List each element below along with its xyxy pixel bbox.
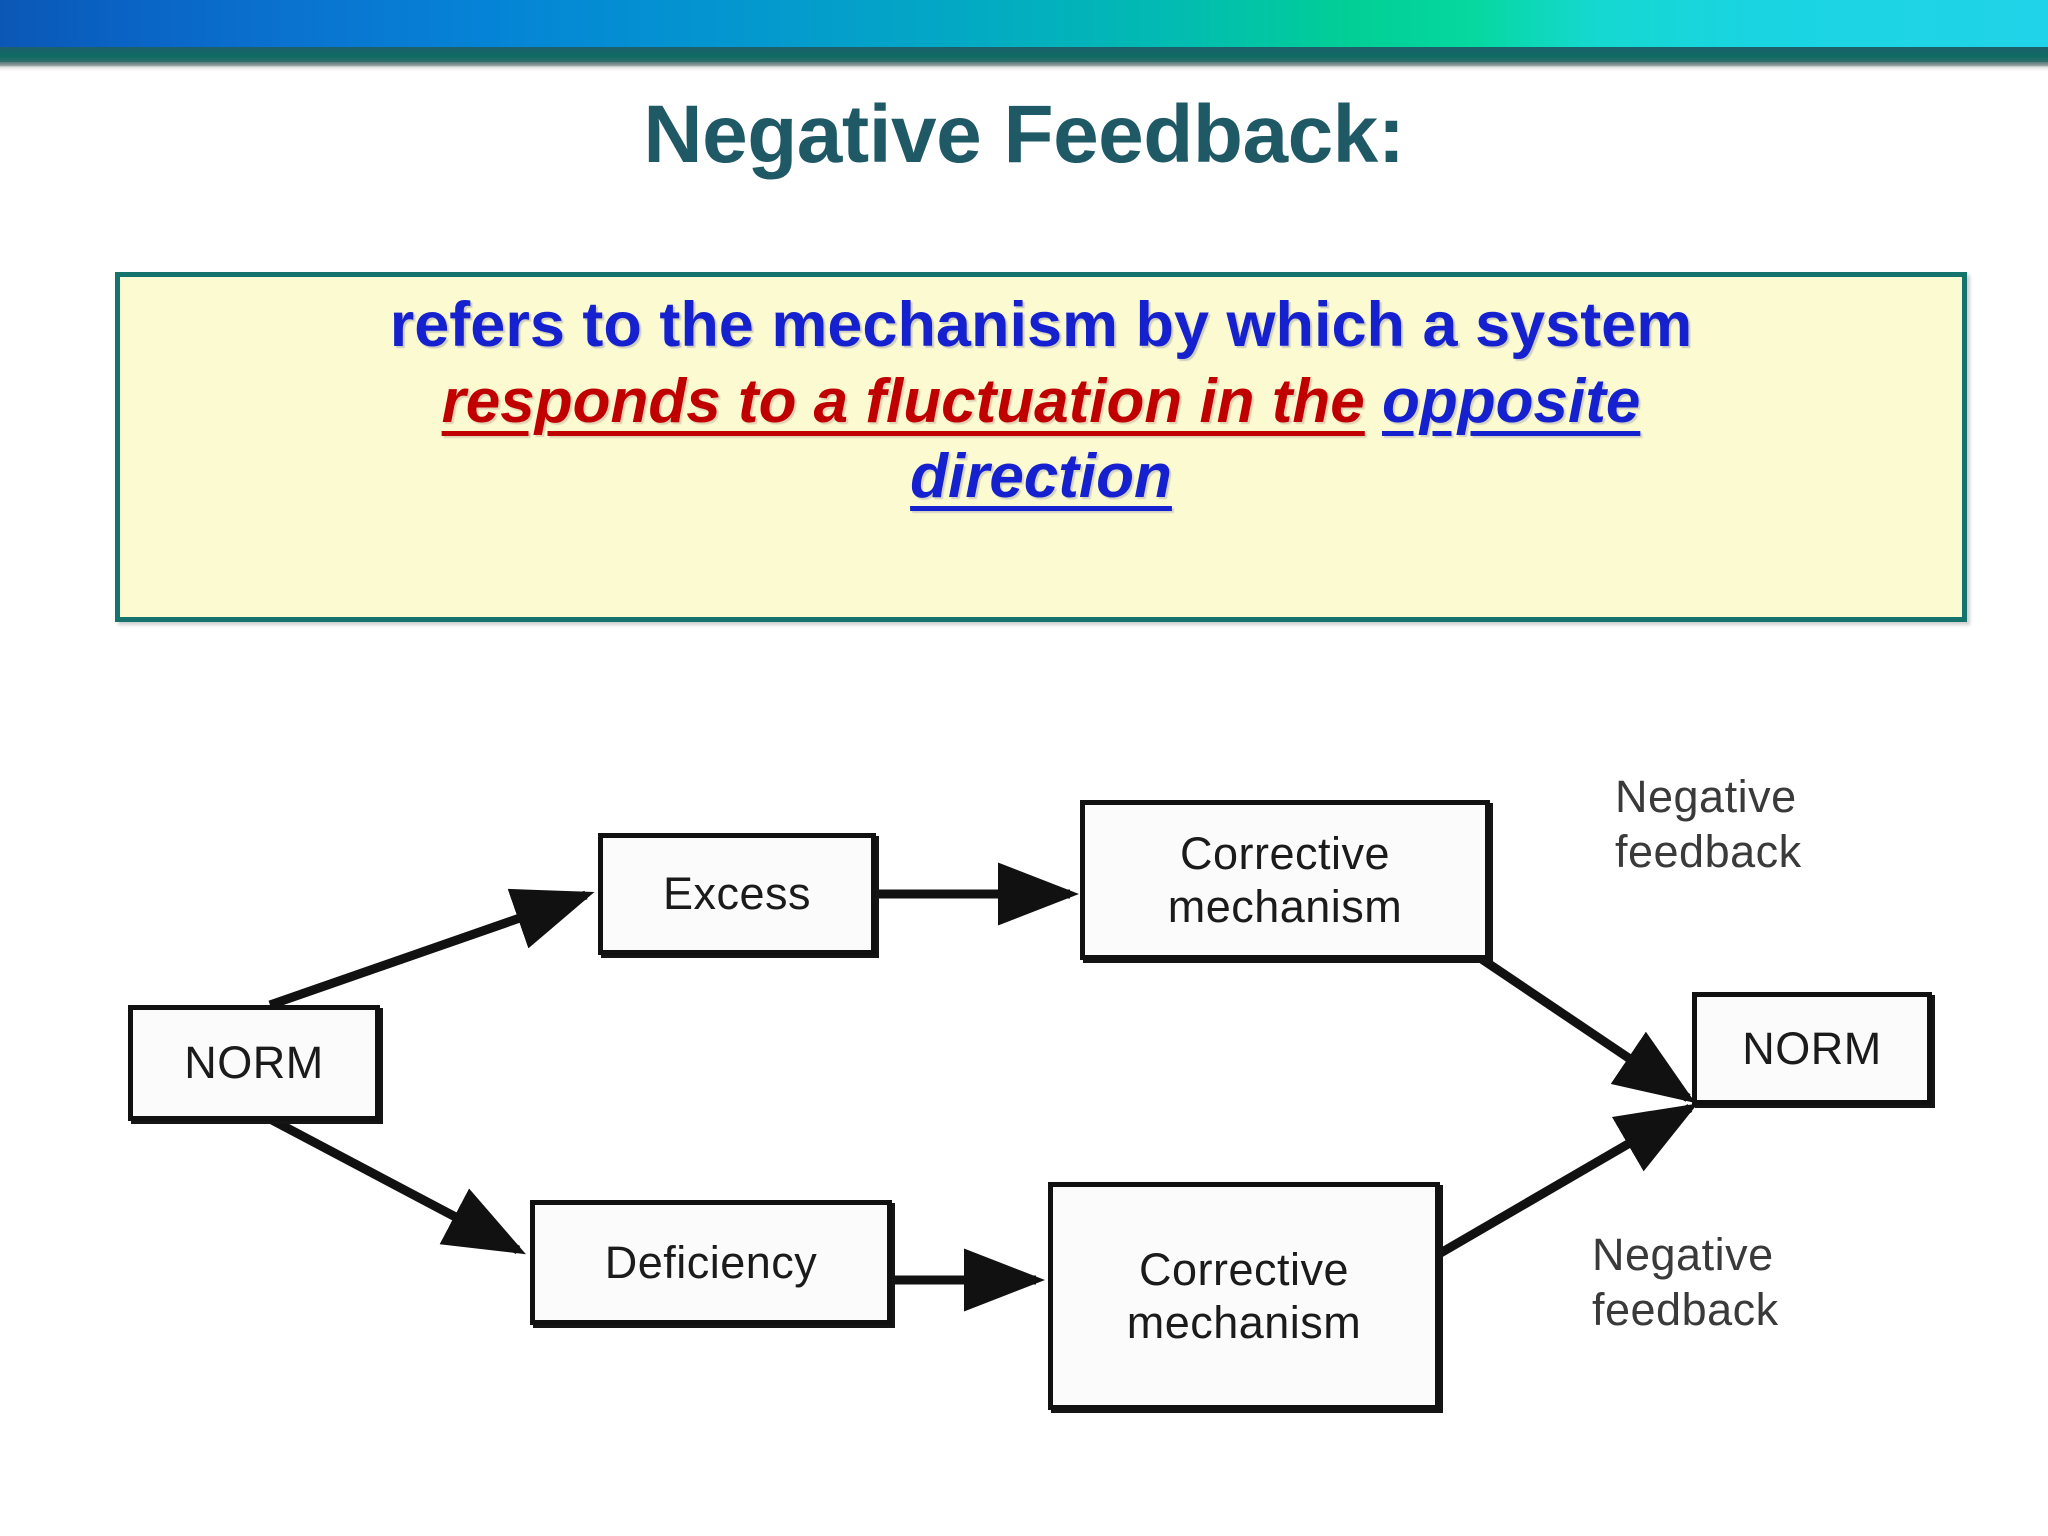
top-banner-gradient xyxy=(0,0,2048,48)
flow-box-corrective-top-label: Corrective mechanism xyxy=(1167,827,1403,932)
callout-line-2-red: responds to a fluctuation in the xyxy=(441,366,1365,436)
flow-box-deficiency-label: Deficiency xyxy=(604,1236,818,1288)
flow-box-norm-left-label: NORM xyxy=(184,1037,324,1089)
definition-callout-box: refers to the mechanism by which a syste… xyxy=(115,272,1967,622)
edge-norm-to-excess xyxy=(268,888,595,1010)
callout-line-3: direction xyxy=(120,439,1962,515)
annotation-negative-feedback-top: Negative feedback xyxy=(1615,770,1802,880)
callout-line-2-blue: opposite xyxy=(1382,366,1641,436)
flow-box-excess: Excess xyxy=(598,833,876,955)
callout-line-2: responds to a fluctuation in the opposit… xyxy=(120,364,1962,440)
flow-box-corrective-top: Corrective mechanism xyxy=(1080,800,1490,960)
edge-corrective-top-to-norm-right xyxy=(1440,929,1696,1104)
callout-line-3-blue: direction xyxy=(910,442,1172,512)
annotation-negative-feedback-bottom-text: Negative feedback xyxy=(1592,1229,1779,1335)
top-banner-gloss xyxy=(0,62,2048,71)
page-title: Negative Feedback: xyxy=(643,89,1405,180)
flowchart-connectors xyxy=(268,862,1698,1312)
flow-box-deficiency: Deficiency xyxy=(530,1200,892,1325)
annotation-negative-feedback-top-text: Negative feedback xyxy=(1615,771,1802,877)
flow-box-norm-right: NORM xyxy=(1692,992,1932,1105)
flow-box-norm-left: NORM xyxy=(128,1005,380,1121)
flow-box-corrective-bottom: Corrective mechanism xyxy=(1048,1182,1440,1410)
edge-corrective-bottom-to-norm-right xyxy=(1429,1103,1698,1262)
annotation-negative-feedback-bottom: Negative feedback xyxy=(1592,1228,1779,1338)
flow-box-corrective-bottom-label: Corrective mechanism xyxy=(1126,1243,1362,1348)
edge-norm-to-deficiency xyxy=(269,1116,526,1255)
negative-feedback-flowchart: NORM Excess Corrective mechanism NORM De… xyxy=(0,680,2048,1460)
callout-line-1: refers to the mechanism by which a syste… xyxy=(389,290,1693,360)
flow-box-norm-right-label: NORM xyxy=(1742,1022,1882,1074)
flow-box-excess-label: Excess xyxy=(662,868,812,920)
